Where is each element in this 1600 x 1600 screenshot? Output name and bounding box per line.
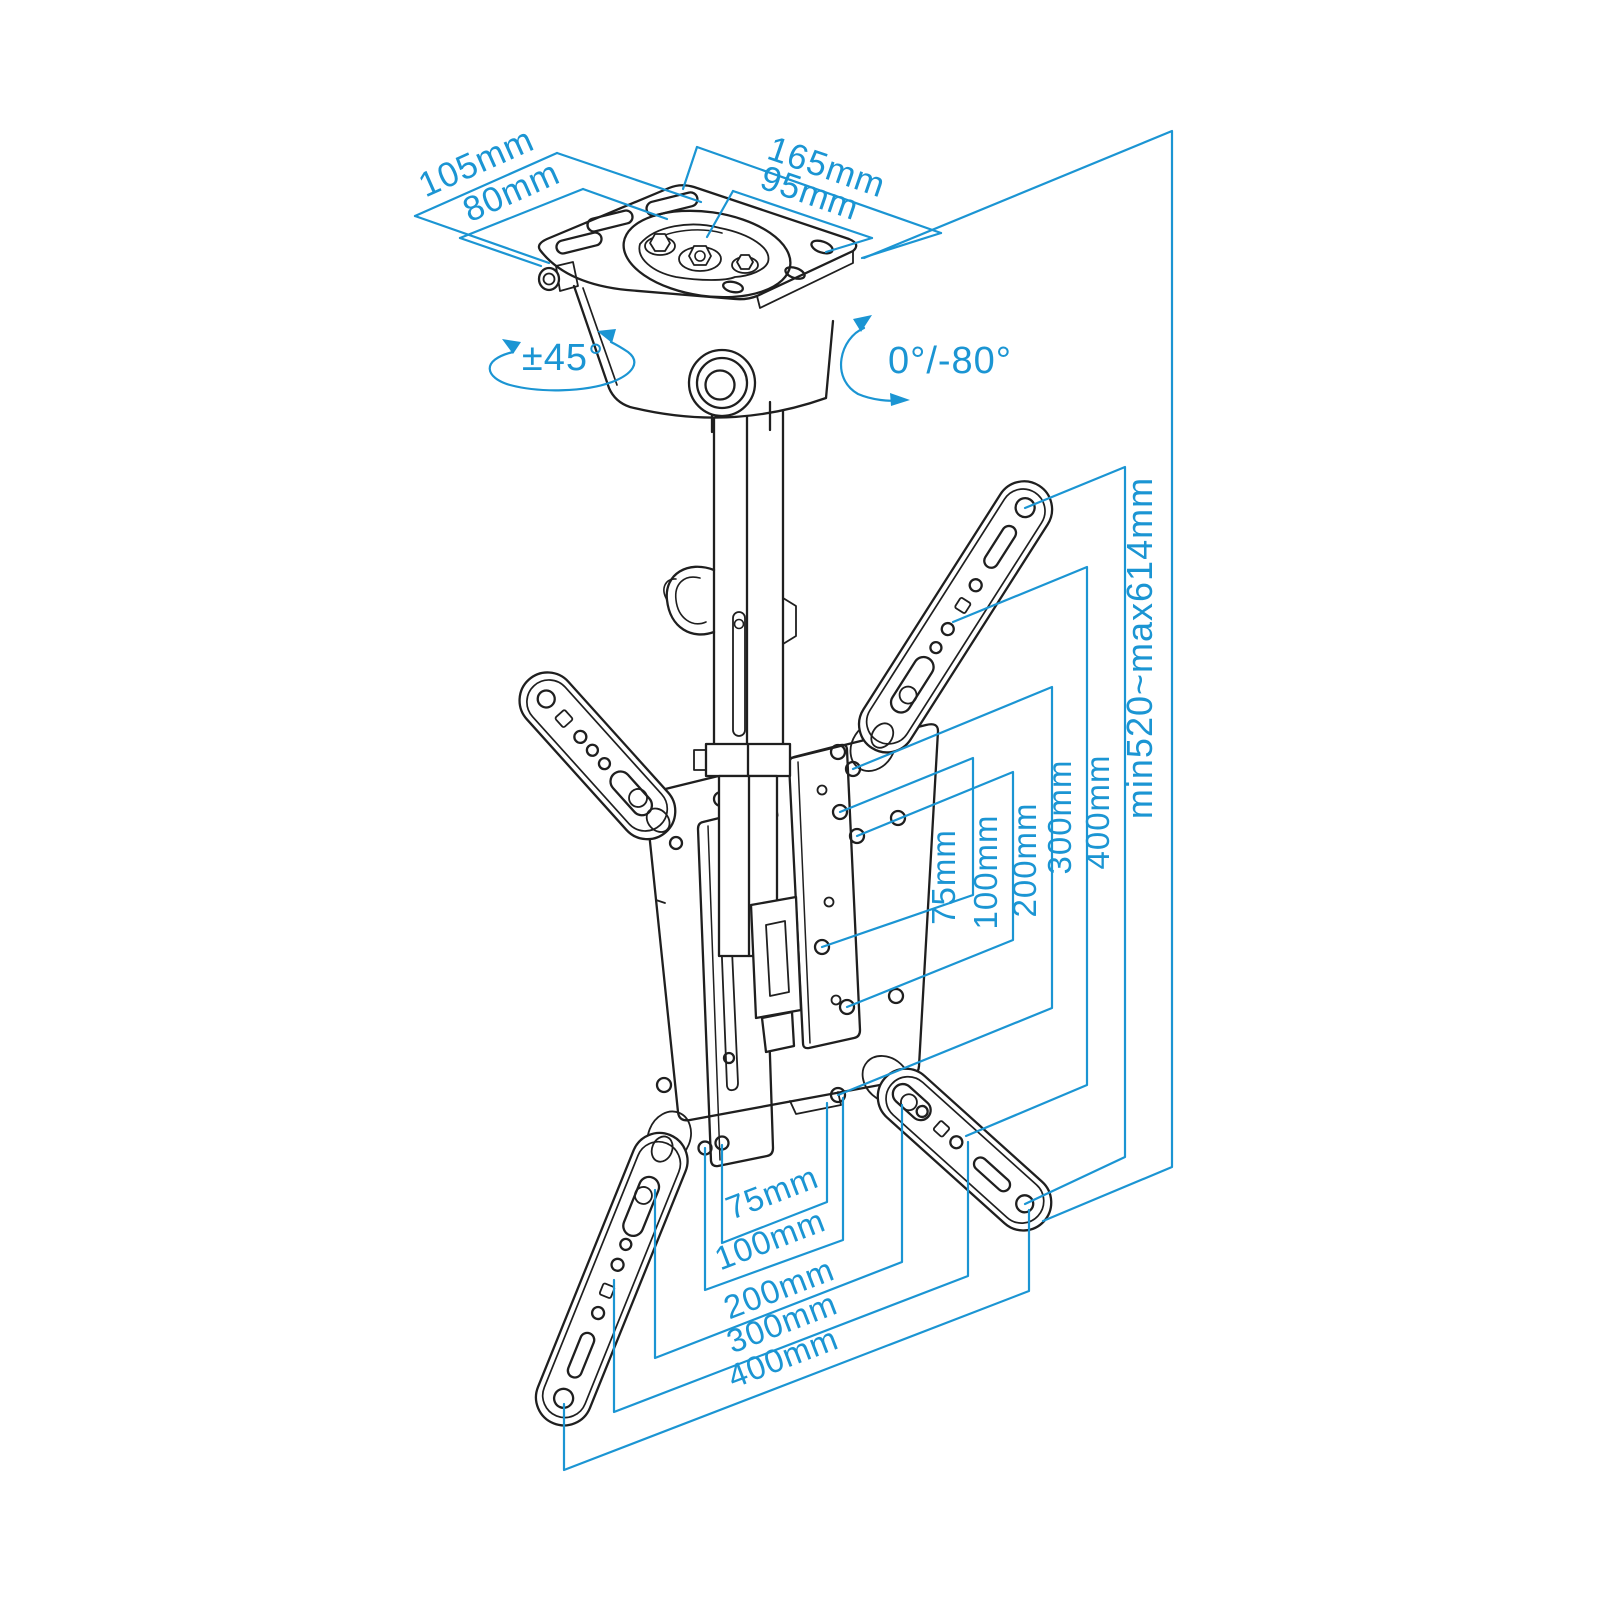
label-vesa-v-300mm: 300mm [1041,759,1078,874]
dim-line-v400 [1023,465,1127,1206]
dimension-lines [413,129,1174,1472]
dim-line-80 [458,187,585,240]
dim-line-105 [413,151,559,218]
dim-line-h75 [720,1101,829,1245]
tilt-rotation-arrow-icon [840,315,910,406]
dim-line-h400 [562,1208,1031,1472]
dim-line-v75 [820,756,975,949]
label-vesa-v-100mm: 100mm [967,814,1004,929]
label-tilt-angle: 0°/-80° [888,340,1012,382]
label-swivel-angle: ±45° [522,337,604,379]
label-vesa-v-400mm: 400mm [1079,754,1116,869]
dim-line-165 [695,145,943,235]
tilt-swivel-joint [687,348,772,434]
dim-line-v200 [836,685,1054,1097]
dim-line-height-range [862,129,1174,1223]
swivel-rotation-arrow-icon [488,329,636,392]
label-vesa-v-200mm: 200mm [1006,802,1043,917]
label-vesa-v-75mm: 75mm [925,829,962,925]
dimension-labels: 105mm 80mm 165mm 95mm ±45° 0°/-80° 75mm … [413,120,1160,1395]
label-height-range: min520~max614mm [1119,477,1160,819]
dim-line-h100 [703,1096,845,1292]
vesa-arm-lower-left [534,1110,692,1427]
dim-line-h200 [653,1103,904,1360]
dim-line-v300 [951,565,1089,1138]
dim-line-95 [731,189,874,240]
dim-line-h300 [612,1140,970,1414]
dim-line-v100 [845,770,1015,1009]
vesa-arm-upper-right [849,480,1054,772]
ceiling-plate [537,184,858,419]
telescopic-column [663,340,816,1054]
vesa-arm-upper-left [518,671,677,841]
